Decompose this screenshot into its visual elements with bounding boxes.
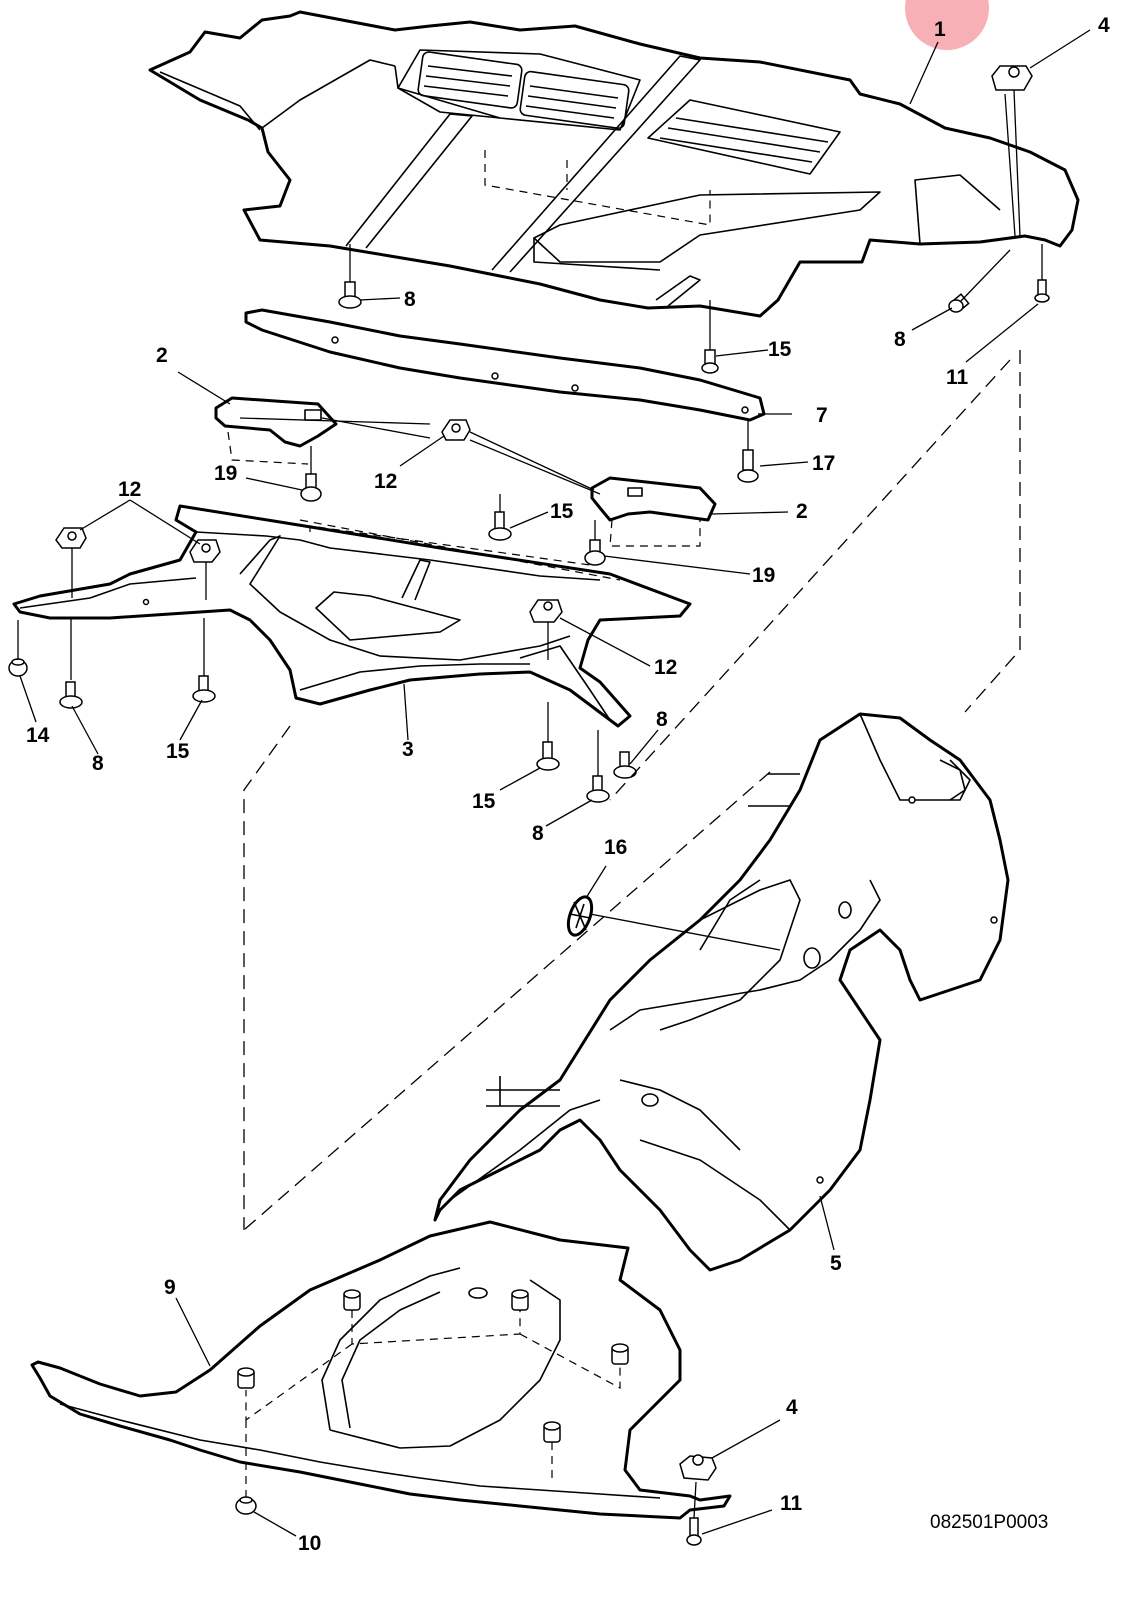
bolt-17[interactable] [737, 449, 759, 483]
stud-1 [343, 1289, 361, 1311]
callout-4-top[interactable]: 4 [1098, 14, 1110, 37]
bolt-11-bottom[interactable] [686, 1517, 702, 1546]
callout-16[interactable]: 16 [604, 836, 627, 859]
relation-lines [243, 350, 1021, 1231]
bolt-11-top[interactable] [1034, 279, 1050, 303]
bolt-8-lower[interactable] [586, 775, 610, 803]
bolt-8-top[interactable] [338, 281, 362, 309]
callout-15-top[interactable]: 15 [768, 338, 792, 361]
bolt-19-right[interactable] [584, 539, 606, 566]
callout-7[interactable]: 7 [816, 404, 828, 427]
callout-8-top[interactable]: 8 [404, 288, 416, 311]
part-2-bracket-left[interactable] [214, 396, 338, 448]
callout-15-lower[interactable]: 15 [472, 790, 496, 813]
bolt-15-lower[interactable] [536, 741, 560, 771]
callout-11-top[interactable]: 11 [946, 366, 969, 389]
callout-2-right[interactable]: 2 [796, 500, 808, 523]
stud-3 [611, 1343, 629, 1365]
clip-12-c[interactable] [441, 419, 471, 441]
bolt-15-mid[interactable] [488, 511, 512, 541]
stud-2 [511, 1289, 529, 1311]
part-1-front-underbody-panel[interactable] [148, 10, 1080, 318]
part-16-grommet[interactable] [564, 894, 596, 938]
bolt-19-left[interactable] [300, 473, 322, 502]
clip-12-d[interactable] [529, 599, 563, 623]
callout-10[interactable]: 10 [298, 1532, 321, 1555]
clip-4-bottom[interactable] [679, 1454, 717, 1481]
nut-10[interactable] [235, 1496, 257, 1515]
part-9-lower-engine-shield[interactable] [30, 1220, 732, 1520]
bolt-8-right[interactable] [948, 293, 970, 313]
assembly-lines [17, 89, 1043, 1519]
callout-8-lower[interactable]: 8 [532, 822, 544, 845]
fasteners [8, 65, 1050, 1546]
callout-8-right[interactable]: 8 [894, 328, 906, 351]
callout-leaders [19, 29, 1091, 1537]
part-5-tunnel-heat-shield[interactable] [433, 712, 1010, 1272]
callout-15-mid[interactable]: 15 [550, 500, 574, 523]
stud-4 [237, 1367, 255, 1389]
vent-grille-left [417, 51, 523, 109]
callout-2-left[interactable]: 2 [156, 344, 168, 367]
vent-grille-middle [519, 70, 630, 130]
callout-12-right[interactable]: 12 [654, 656, 677, 679]
part-3-crossmember[interactable] [12, 504, 692, 728]
callout-8-lower-right[interactable]: 8 [656, 708, 668, 731]
callout-19-left[interactable]: 19 [214, 462, 237, 485]
callout-4-bottom[interactable]: 4 [786, 1396, 798, 1419]
callout-5[interactable]: 5 [830, 1252, 842, 1275]
clip-4-top[interactable] [991, 65, 1033, 91]
callout-labels: 1 4 8 2 15 8 11 7 17 19 12 12 15 2 19 12… [26, 14, 1110, 1555]
diagram-reference-code: 082501P0003 [930, 1512, 1048, 1533]
callout-17[interactable]: 17 [812, 452, 835, 475]
callout-12-mid[interactable]: 12 [374, 470, 397, 493]
callout-11-bottom[interactable]: 11 [780, 1492, 803, 1515]
callout-8-left[interactable]: 8 [92, 752, 104, 775]
callout-9[interactable]: 9 [164, 1276, 176, 1299]
bolt-15-top[interactable] [701, 349, 719, 374]
callout-1[interactable]: 1 [934, 18, 946, 41]
callout-19-right[interactable]: 19 [752, 564, 775, 587]
vent-grille-right [647, 99, 841, 175]
callout-3[interactable]: 3 [402, 738, 414, 761]
nut-14[interactable] [8, 658, 28, 677]
clip-12-a[interactable] [55, 527, 87, 549]
clip-12-b[interactable] [189, 539, 221, 563]
callout-15-left[interactable]: 15 [166, 740, 190, 763]
selected-part-highlight[interactable] [905, 0, 989, 50]
part-2-bracket-right[interactable] [590, 476, 717, 522]
part-7-support-strip[interactable] [244, 308, 766, 422]
stud-5 [543, 1421, 561, 1443]
callout-14[interactable]: 14 [26, 724, 50, 747]
bolt-15-left[interactable] [192, 675, 216, 703]
callout-12-left[interactable]: 12 [118, 478, 141, 501]
bolt-8-left[interactable] [59, 681, 83, 709]
